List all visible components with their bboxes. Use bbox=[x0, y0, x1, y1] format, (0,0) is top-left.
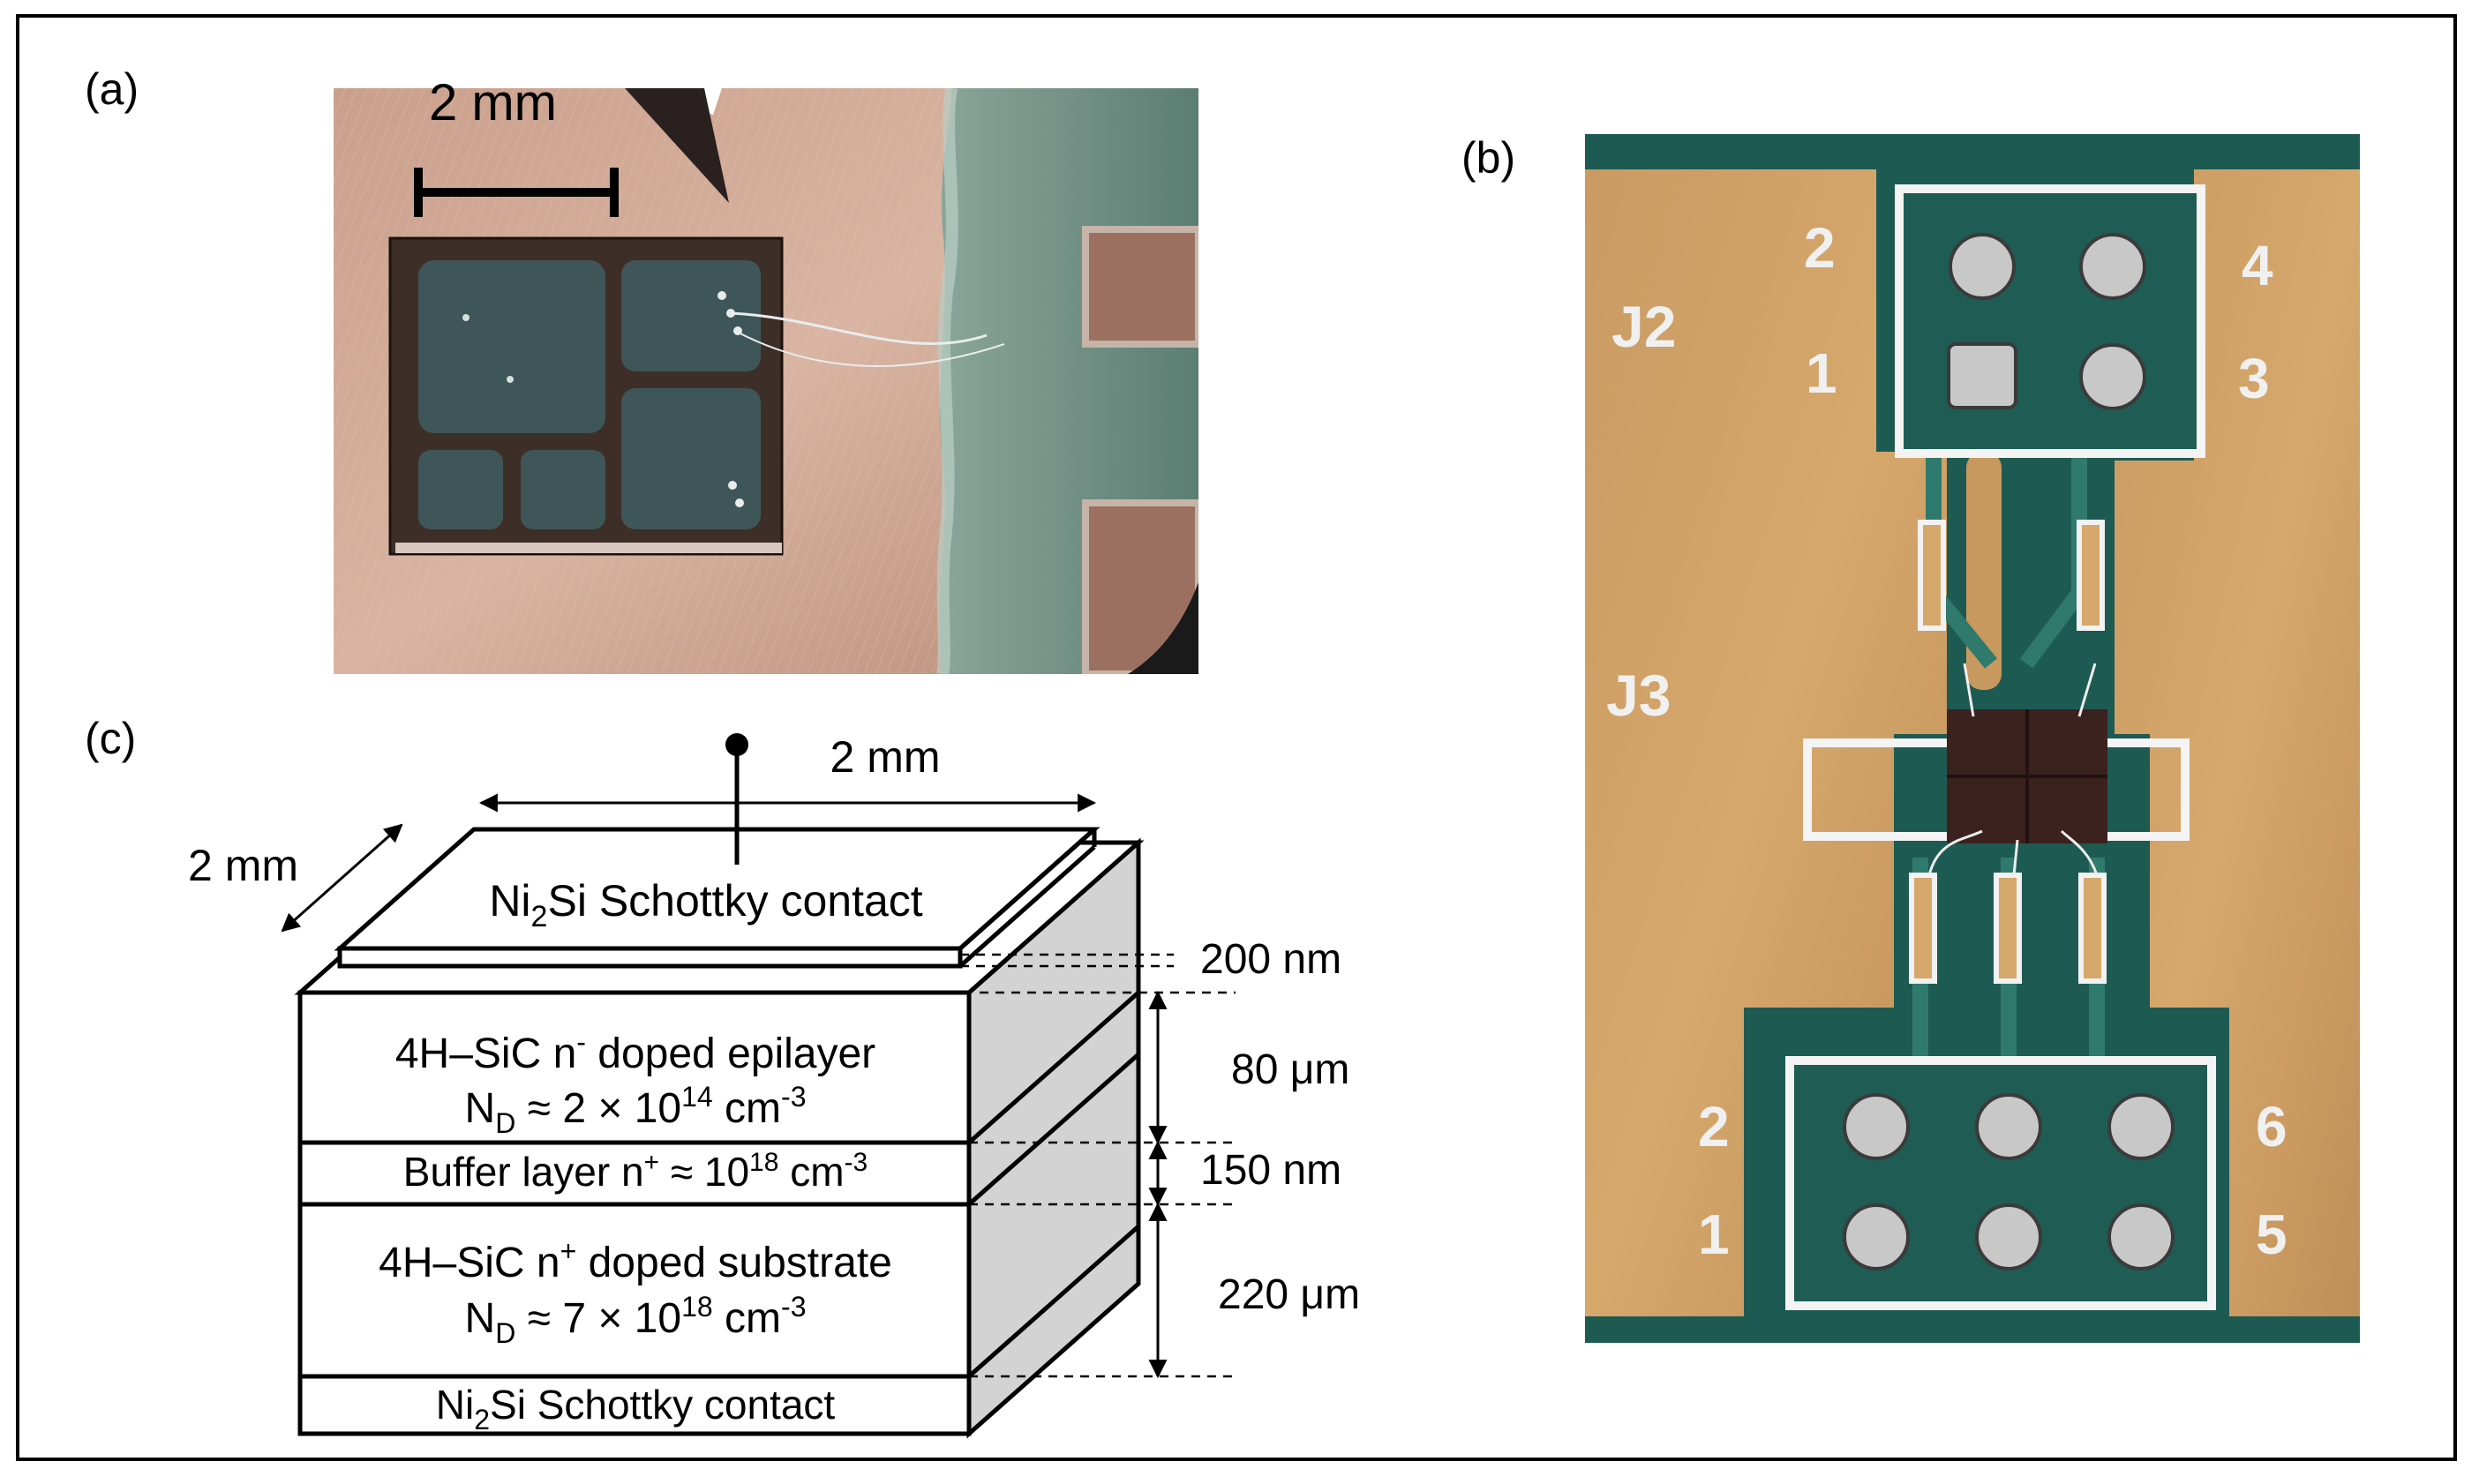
thickness-label-substrate: 220 μm bbox=[1218, 1271, 1360, 1318]
connector-j3-label: J3 bbox=[1606, 663, 1671, 728]
epilayer-doping-label: ND ≈ 2 × 1014 cm-3 bbox=[465, 1081, 807, 1139]
width-dimension-label: 2 mm bbox=[830, 732, 941, 782]
j3-pin-label: 1 bbox=[1698, 1203, 1730, 1266]
j2-pin-label: 1 bbox=[1806, 341, 1837, 405]
substrate-label: 4H–SiC n+ doped substrate bbox=[379, 1235, 892, 1286]
thickness-label-epilayer: 80 μm bbox=[1231, 1046, 1349, 1093]
j3-pin-label: 2 bbox=[1698, 1095, 1730, 1158]
panel-c-label: (c) bbox=[85, 714, 137, 763]
thickness-label-contact: 200 nm bbox=[1200, 936, 1341, 983]
panel-a-photo bbox=[334, 88, 1198, 674]
scale-bar-label: 2 mm bbox=[429, 74, 557, 131]
panel-a-label: (a) bbox=[85, 64, 139, 114]
j3-pin-label: 6 bbox=[2256, 1095, 2287, 1158]
figure-frame bbox=[16, 14, 2457, 1461]
buffer-layer-label: Buffer layer n+ ≈ 1018 cm-3 bbox=[403, 1148, 868, 1195]
panel-b-label: (b) bbox=[1461, 133, 1516, 183]
depth-dimension-label: 2 mm bbox=[188, 841, 298, 890]
connector-j2-label: J2 bbox=[1611, 294, 1677, 359]
top-contact-label: Ni2Si Schottky contact bbox=[489, 876, 922, 933]
j2-pin-label: 4 bbox=[2242, 234, 2273, 297]
panel-b-photo: J2 J3 2 4 1 3 2 6 1 5 bbox=[1585, 134, 2360, 1343]
j3-pin-label: 5 bbox=[2256, 1203, 2287, 1266]
thickness-label-buffer: 150 nm bbox=[1200, 1147, 1341, 1194]
j2-pin-label: 2 bbox=[1804, 216, 1836, 280]
substrate-doping-label: ND ≈ 7 × 1018 cm-3 bbox=[465, 1291, 807, 1349]
j2-pin-label: 3 bbox=[2238, 347, 2270, 410]
bottom-contact-label: Ni2Si Schottky contact bbox=[436, 1382, 836, 1435]
epilayer-label: 4H–SiC n- doped epilayer bbox=[395, 1026, 875, 1077]
